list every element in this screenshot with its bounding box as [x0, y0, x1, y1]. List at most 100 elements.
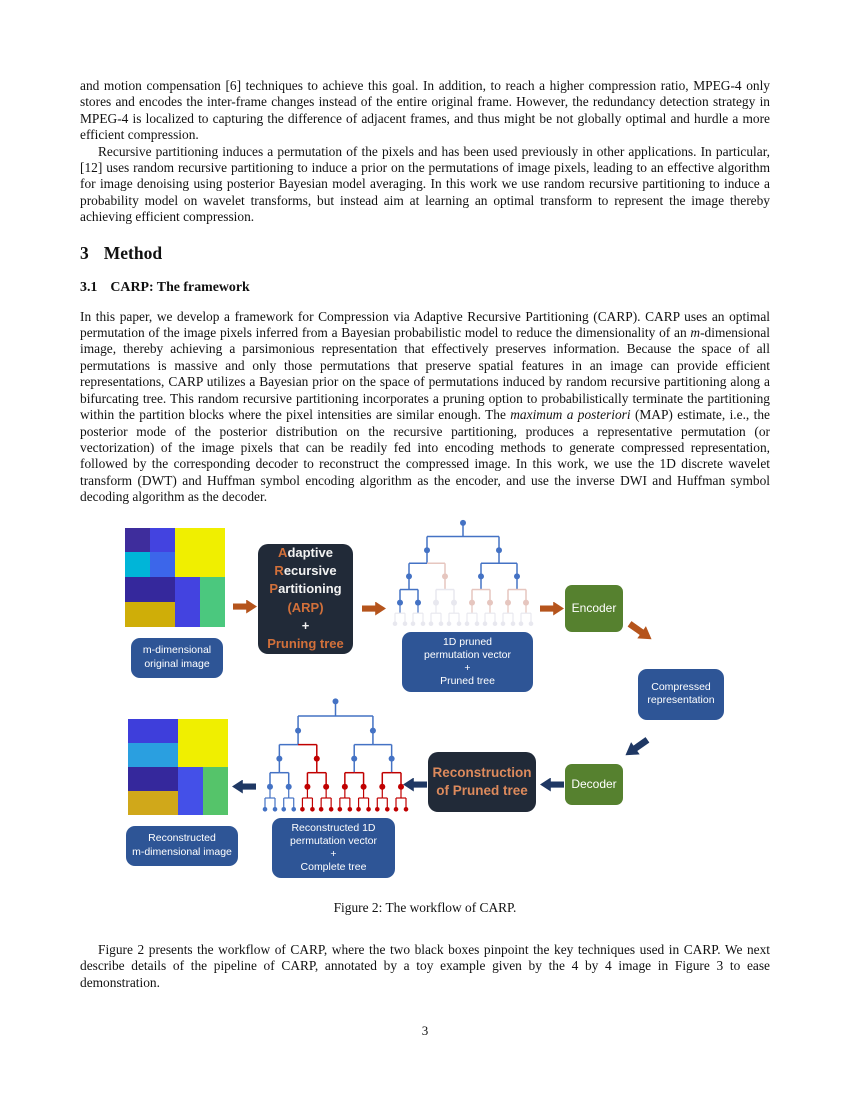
decoder-box: Decoder: [565, 763, 623, 805]
image-cell: [128, 718, 153, 743]
tree-node: [369, 727, 376, 734]
tree-node: [469, 599, 475, 606]
image-cell: [125, 552, 150, 578]
tree-node: [300, 806, 305, 812]
tree-node: [528, 620, 534, 626]
tree-node: [460, 519, 466, 526]
complete-tree-diagram: [258, 694, 413, 816]
image-cell: [175, 552, 200, 578]
image-cell: [178, 790, 203, 815]
tree-node: [337, 806, 343, 812]
tree-node: [295, 727, 302, 734]
tree-node: [403, 806, 409, 812]
image-cell: [153, 766, 178, 791]
arp-box-text: artitioning: [278, 581, 342, 597]
label-line: permutation vector: [424, 648, 511, 661]
image-cell: [200, 527, 225, 553]
label-line: m-dimensional: [142, 644, 212, 657]
label-line: of Pruned tree: [436, 782, 528, 798]
tree-node: [478, 572, 484, 579]
italic-text: maximum a posteriori: [510, 407, 631, 423]
arrow-image-to-arp-icon: [233, 599, 257, 614]
paragraph-recursive-partitioning: Recursive partitioning induces a permuta…: [80, 143, 770, 225]
pruned-tree-diagram: [388, 516, 538, 630]
italic-text: m: [690, 325, 701, 341]
arrow-arp-to-tree-icon: [362, 601, 386, 616]
tree-node: [276, 755, 283, 762]
tree-node: [402, 620, 408, 626]
arp-box-text: ecursive: [283, 563, 337, 579]
tree-node: [267, 783, 273, 790]
tree-node: [379, 783, 386, 790]
arp-box-text: R: [274, 563, 284, 579]
image-cell: [203, 742, 228, 767]
image-cell: [153, 718, 178, 743]
label-line: representation: [647, 694, 715, 707]
label-line: Pruned tree: [440, 675, 495, 688]
tree-node: [518, 620, 524, 626]
original-image: [125, 527, 225, 627]
image-cell: [128, 766, 153, 791]
tree-node: [323, 783, 330, 790]
tree-node: [446, 620, 452, 626]
tree-node: [415, 599, 421, 606]
tree-node: [366, 806, 371, 812]
arrow-tree-to-image-icon: [232, 779, 256, 794]
image-cell: [175, 601, 200, 627]
tree-node: [281, 806, 287, 812]
label-line: Reconstructed: [148, 832, 216, 845]
label-line: Reconstruction: [432, 765, 532, 781]
tree-node: [451, 599, 457, 606]
image-cell: [178, 766, 203, 791]
tree-node: [505, 599, 511, 606]
text-run: In this paper, we develop a framework fo…: [80, 308, 770, 341]
section-heading: 3 Method: [80, 243, 770, 264]
image-cell: [200, 601, 225, 627]
paragraph-mpeg: and motion compensation [6] techniques t…: [80, 78, 770, 143]
tree-node: [496, 546, 502, 553]
label-line: m-dimensional image: [132, 845, 232, 858]
tree-node: [360, 783, 367, 790]
image-cell: [125, 601, 150, 627]
tree-node: [442, 572, 448, 579]
tree-node: [492, 620, 498, 626]
tree-node: [523, 599, 529, 606]
tree-node: [510, 620, 516, 626]
section-number: 3: [80, 242, 89, 263]
tree-node: [341, 783, 348, 790]
tree-node: [356, 806, 361, 812]
image-cell: [150, 552, 175, 578]
image-cell: [125, 577, 150, 602]
arp-box-text: Pruning tree: [267, 635, 344, 651]
arp-box-text: (ARP): [287, 599, 324, 615]
image-cell: [200, 577, 225, 602]
page-number: 3: [421, 1023, 429, 1039]
tree-node: [384, 806, 390, 812]
tree-node: [332, 697, 339, 704]
label-line: Complete tree: [300, 861, 367, 874]
image-cell: [178, 718, 203, 743]
subsection-title: CARP: The framework: [110, 279, 250, 295]
tree-node: [482, 620, 488, 626]
tree-node: [456, 620, 462, 626]
image-cell: [153, 742, 178, 767]
arrow-tree-to-encoder-icon: [540, 601, 564, 616]
arp-box-text: P: [269, 581, 279, 597]
tree-node: [392, 620, 398, 626]
image-cell: [125, 527, 150, 553]
encoder-box: Encoder: [565, 584, 623, 632]
arp-box-line: Pruning tree: [258, 635, 353, 653]
tree-node: [514, 572, 520, 579]
figure-caption: Figure 2: The workflow of CARP.: [333, 899, 517, 915]
section-title: Method: [103, 242, 163, 263]
arp-box-text: A: [278, 544, 288, 560]
tree-node: [464, 620, 470, 626]
tree-node: [262, 806, 268, 812]
arp-box-text: daptive: [287, 544, 333, 560]
tree-svg: [392, 519, 534, 626]
